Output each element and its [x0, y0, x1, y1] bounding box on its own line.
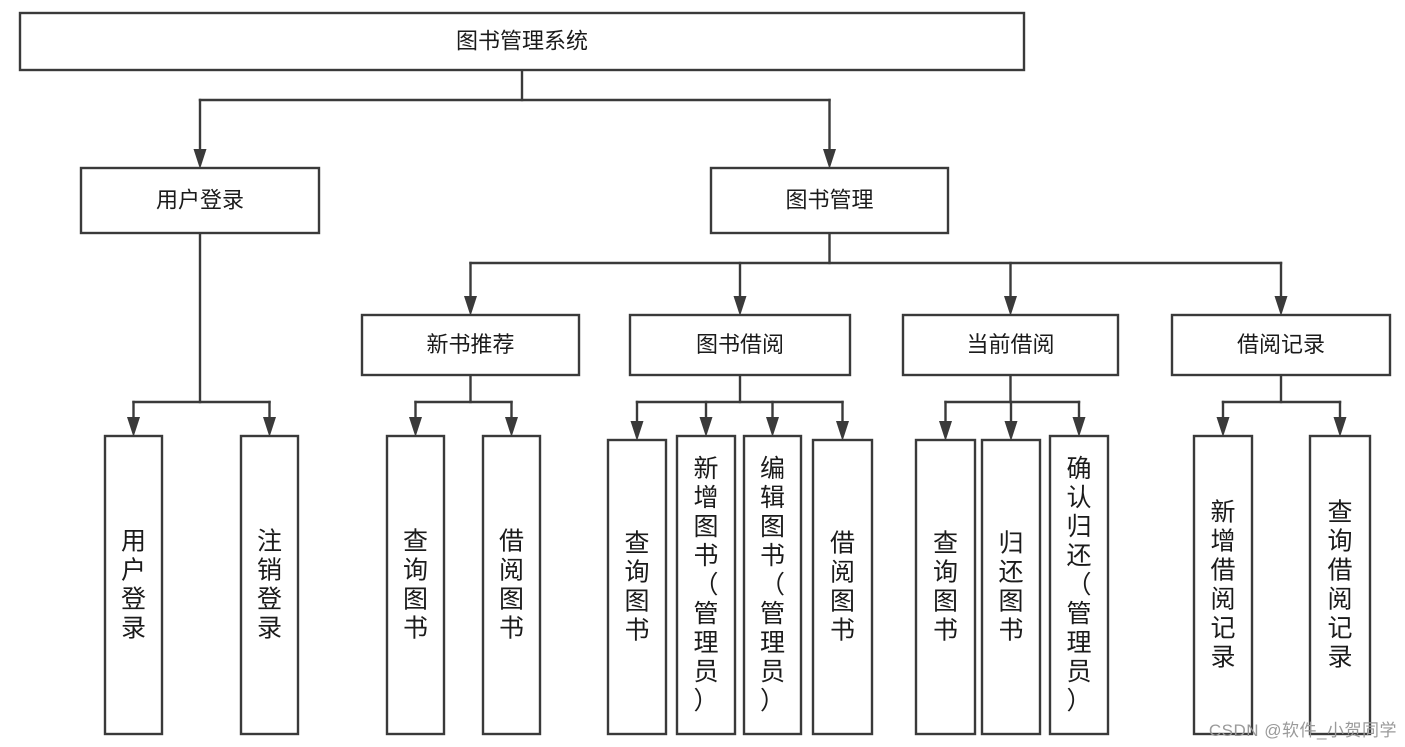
node-box-root [18, 11, 1026, 72]
node-root[interactable]: 图书管理系统 [18, 11, 1026, 72]
arrow-head-icon [733, 296, 747, 316]
node-label-leaf-borrow-book-recommend: 借阅图书 [499, 528, 524, 643]
connector-group-new-book-recommend [409, 373, 518, 437]
arrow-head-icon [836, 421, 849, 441]
node-box-leaf-confirm-return-admin [1048, 434, 1110, 736]
node-label-leaf-edit-book-admin: 编辑图书（管理员） [760, 455, 785, 715]
arrow-head-icon [823, 149, 836, 169]
node-box-leaf-add-book-admin [675, 434, 737, 736]
node-box-current-borrow [901, 313, 1120, 377]
arrow-head-icon [1072, 417, 1086, 437]
arrow-head-icon [1004, 421, 1018, 441]
arrow-head-icon [409, 417, 422, 437]
node-label-leaf-confirm-return-admin: 确认归还（管理员） [1066, 455, 1091, 715]
node-label-leaf-borrow-book: 借阅图书 [830, 530, 855, 645]
node-box-leaf-return-book [980, 438, 1042, 736]
node-leaf-query-book-current[interactable]: 查询图书 [914, 438, 977, 736]
arrow-head-icon [193, 149, 207, 169]
arrow-head-icon [766, 417, 779, 437]
node-label-leaf-logout: 注销登录 [257, 528, 282, 643]
arrow-head-icon [1216, 417, 1230, 437]
connector-group-root [193, 68, 836, 169]
node-label-borrow-record: 借阅记录 [1237, 332, 1325, 357]
node-leaf-add-borrow-record[interactable]: 新增借阅记录 [1192, 434, 1254, 736]
node-box-leaf-borrow-book-recommend [481, 434, 542, 736]
node-new-book-recommend[interactable]: 新书推荐 [360, 313, 581, 377]
node-book-borrow[interactable]: 图书借阅 [628, 313, 852, 377]
connector-group-book-borrow [630, 373, 849, 441]
node-box-leaf-query-book-recommend [385, 434, 446, 736]
arrow-head-icon [127, 417, 140, 437]
node-label-leaf-query-borrow-record: 查询借阅记录 [1327, 499, 1352, 672]
arrow-head-icon [1274, 296, 1288, 316]
node-borrow-record[interactable]: 借阅记录 [1170, 313, 1392, 377]
arrow-head-icon [464, 296, 477, 316]
node-label-root: 图书管理系统 [456, 28, 588, 53]
node-box-leaf-user-login [103, 434, 164, 736]
arrow-head-icon [699, 417, 713, 437]
node-leaf-borrow-book-recommend[interactable]: 借阅图书 [481, 434, 542, 736]
node-box-leaf-query-borrow-record [1308, 434, 1372, 736]
arrow-head-icon [939, 421, 952, 441]
node-book-management[interactable]: 图书管理 [709, 166, 950, 235]
connector-group-book-management [464, 231, 1288, 316]
node-box-leaf-logout [239, 434, 300, 736]
node-box-new-book-recommend [360, 313, 581, 377]
node-box-leaf-query-book-borrow [606, 438, 668, 736]
arrow-head-icon [1333, 417, 1347, 437]
node-leaf-query-borrow-record[interactable]: 查询借阅记录 [1308, 434, 1372, 736]
node-current-borrow[interactable]: 当前借阅 [901, 313, 1120, 377]
node-leaf-logout[interactable]: 注销登录 [239, 434, 300, 736]
node-leaf-edit-book-admin[interactable]: 编辑图书（管理员） [742, 434, 803, 736]
connector-group-user-login [127, 231, 276, 437]
node-leaf-add-book-admin[interactable]: 新增图书（管理员） [675, 434, 737, 736]
arrow-head-icon [505, 417, 518, 437]
node-leaf-query-book-borrow[interactable]: 查询图书 [606, 438, 668, 736]
node-label-user-login: 用户登录 [156, 187, 244, 212]
nodes-layer: 图书管理系统用户登录图书管理新书推荐图书借阅当前借阅借阅记录用户登录注销登录查询… [18, 11, 1392, 736]
node-label-current-borrow: 当前借阅 [966, 332, 1054, 357]
watermark-text: CSDN @软件_小贺同学 [1208, 721, 1397, 740]
connector-group-current-borrow [939, 373, 1086, 441]
node-box-leaf-edit-book-admin [742, 434, 803, 736]
node-label-leaf-query-book-recommend: 查询图书 [403, 528, 428, 643]
node-label-leaf-user-login: 用户登录 [121, 528, 146, 643]
node-label-book-borrow: 图书借阅 [696, 332, 784, 357]
node-label-leaf-query-book-borrow: 查询图书 [624, 530, 649, 645]
arrow-head-icon [263, 417, 276, 437]
node-user-login[interactable]: 用户登录 [79, 166, 321, 235]
node-label-leaf-add-borrow-record: 新增借阅记录 [1210, 499, 1235, 672]
node-label-leaf-add-book-admin: 新增图书（管理员） [693, 455, 718, 715]
node-leaf-user-login[interactable]: 用户登录 [103, 434, 164, 736]
node-label-leaf-return-book: 归还图书 [998, 530, 1023, 645]
connectors-layer [127, 68, 1347, 441]
node-box-book-management [709, 166, 950, 235]
node-label-leaf-query-book-current: 查询图书 [933, 530, 958, 645]
node-box-leaf-query-book-current [914, 438, 977, 736]
node-leaf-return-book[interactable]: 归还图书 [980, 438, 1042, 736]
node-leaf-confirm-return-admin[interactable]: 确认归还（管理员） [1048, 434, 1110, 736]
node-box-borrow-record [1170, 313, 1392, 377]
node-label-book-management: 图书管理 [785, 187, 873, 212]
node-box-leaf-add-borrow-record [1192, 434, 1254, 736]
node-label-new-book-recommend: 新书推荐 [426, 332, 514, 357]
node-box-user-login [79, 166, 321, 235]
node-leaf-query-book-recommend[interactable]: 查询图书 [385, 434, 446, 736]
node-leaf-borrow-book[interactable]: 借阅图书 [811, 438, 874, 736]
connector-group-borrow-record [1216, 373, 1347, 437]
arrow-head-icon [630, 421, 644, 441]
node-box-leaf-borrow-book [811, 438, 874, 736]
node-box-book-borrow [628, 313, 852, 377]
arrow-head-icon [1004, 296, 1017, 316]
